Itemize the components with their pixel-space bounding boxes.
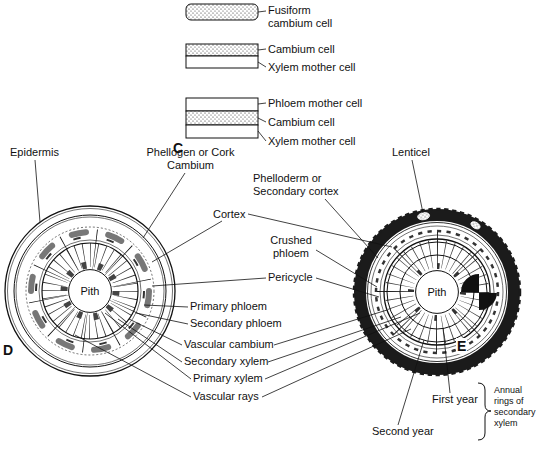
pith-label: Pith bbox=[81, 285, 100, 298]
tissue-label: Crushed phloem bbox=[266, 234, 316, 260]
second-year-ring bbox=[387, 242, 487, 342]
pith-circle bbox=[69, 270, 112, 313]
pith-region: Pith bbox=[68, 269, 112, 313]
epidermis-ring bbox=[5, 206, 175, 376]
leader-line bbox=[143, 173, 185, 238]
fusiform-cell bbox=[186, 4, 258, 20]
epidermis-inner bbox=[8, 209, 173, 374]
cell-label: Phloem mother cell bbox=[268, 97, 362, 110]
cell-label: Fusiform cambium cell bbox=[268, 4, 340, 30]
cambium-cell bbox=[186, 111, 258, 125]
cell-label: Xylem mother cell bbox=[268, 135, 355, 148]
leader-line bbox=[136, 313, 188, 324]
leader-line bbox=[35, 160, 40, 222]
figure-letter: D bbox=[2, 342, 14, 358]
leader-line bbox=[152, 278, 266, 286]
ring-label: First year bbox=[432, 393, 478, 406]
tissue-label: Secondary phloem bbox=[190, 317, 282, 330]
bracket-note: Annual rings of secondary xylem bbox=[494, 385, 540, 429]
tissue-label: Primary xylem bbox=[193, 372, 263, 385]
xylem-mother-cell bbox=[186, 56, 258, 68]
cambium-cell bbox=[186, 44, 258, 56]
leader-line bbox=[325, 199, 378, 258]
ring-label: Second year bbox=[372, 425, 434, 438]
leader-line bbox=[258, 103, 266, 104]
leader-line bbox=[265, 313, 420, 379]
leader-line bbox=[316, 278, 379, 297]
tissue-label: Phellogen or Cork Cambium bbox=[143, 146, 238, 172]
lenticel bbox=[417, 212, 430, 221]
lenticel bbox=[470, 220, 482, 230]
leader-line bbox=[258, 118, 266, 122]
leader-line bbox=[105, 313, 191, 379]
leader-line bbox=[258, 131, 266, 141]
phloem-mother-cell bbox=[186, 98, 258, 111]
tissue-label: Vascular rays bbox=[193, 390, 259, 403]
phelloderm-ring bbox=[368, 223, 507, 362]
tissue-label: Vascular cambium bbox=[184, 338, 274, 351]
pith-region: Pith bbox=[415, 270, 459, 314]
leader-line bbox=[443, 328, 450, 393]
leader-line bbox=[75, 335, 191, 397]
pith-label: Pith bbox=[428, 286, 447, 299]
xylem-rays bbox=[54, 255, 126, 327]
vascular-bundles bbox=[31, 232, 149, 350]
xylem-mother-cell bbox=[186, 125, 258, 138]
tissue-label: Phelloderm or Secondary cortex bbox=[253, 172, 348, 198]
pith-circle bbox=[416, 271, 459, 314]
leader-line bbox=[398, 340, 424, 425]
vascular-cambium-ring bbox=[384, 239, 490, 345]
tissue-label: Epidermis bbox=[10, 146, 59, 159]
tissue-label: Secondary xylem bbox=[184, 355, 268, 368]
bracket bbox=[478, 383, 491, 440]
leader-line bbox=[258, 11, 266, 12]
vascular-cambium-ring bbox=[42, 243, 138, 339]
leader-line bbox=[248, 214, 392, 247]
tissue-label: Cortex bbox=[213, 208, 245, 221]
leader-line bbox=[144, 305, 188, 307]
secondary-phloem-ring bbox=[380, 235, 494, 349]
leader-line bbox=[152, 221, 222, 262]
cell-label: Xylem mother cell bbox=[268, 61, 355, 74]
first-year-ring bbox=[400, 255, 474, 329]
leader-line bbox=[268, 317, 401, 362]
primary-xylem bbox=[64, 265, 116, 317]
tissue-label: Pericycle bbox=[268, 271, 313, 284]
cork-bark bbox=[360, 215, 514, 369]
tissue-label: Primary phloem bbox=[190, 300, 267, 313]
secondary-phloem-ring bbox=[39, 240, 141, 342]
leader-line bbox=[258, 49, 266, 50]
leader-line bbox=[412, 160, 423, 213]
cell-label: Cambium cell bbox=[268, 43, 335, 56]
cell-label: Cambium cell bbox=[268, 116, 335, 129]
leader-line bbox=[258, 62, 266, 67]
vascular-rays bbox=[395, 250, 479, 334]
primary-phloem bbox=[36, 237, 144, 345]
bark-rough-edge bbox=[354, 209, 520, 375]
figure-letter: E bbox=[456, 338, 467, 354]
leader-line bbox=[316, 250, 377, 287]
tissue-label: Lenticel bbox=[392, 146, 430, 159]
stem-ground bbox=[353, 208, 521, 376]
leader-line bbox=[118, 319, 182, 362]
leader-line bbox=[262, 329, 411, 397]
crushed-phloem bbox=[376, 231, 498, 353]
primary-xylem bbox=[411, 266, 463, 318]
